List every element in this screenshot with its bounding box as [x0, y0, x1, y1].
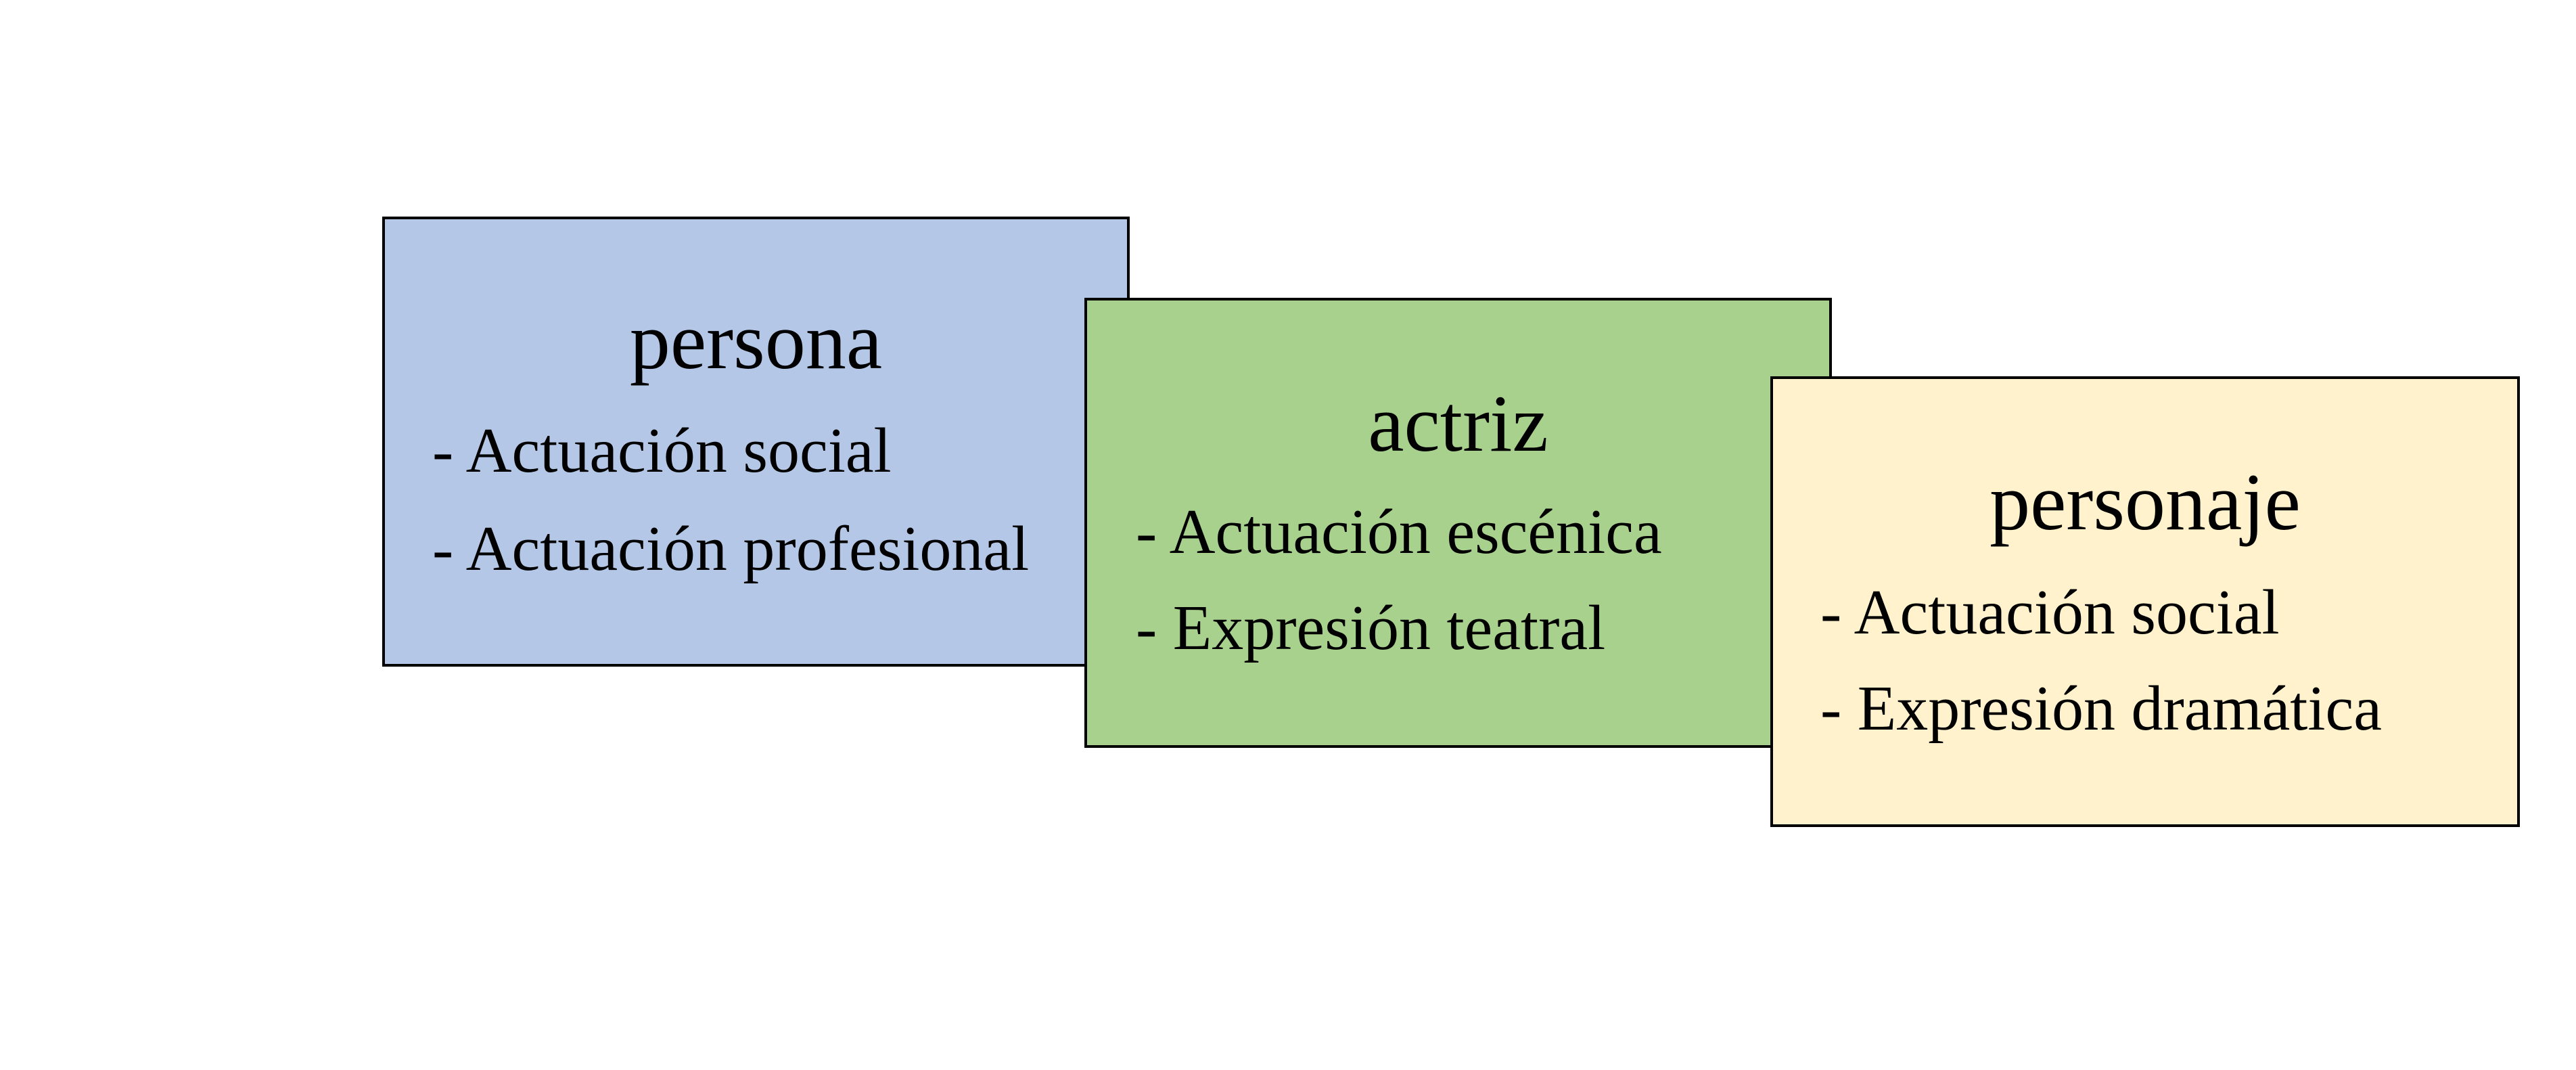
- card-item: - Actuación social: [1820, 577, 2280, 648]
- card-item: - Actuación escénica: [1136, 497, 1662, 567]
- card-actriz: actriz - Actuación escénica - Expresión …: [1084, 298, 1832, 748]
- card-title: persona: [629, 296, 883, 386]
- card-item: - Expresión teatral: [1136, 593, 1606, 663]
- card-item: - Expresión dramática: [1820, 673, 2382, 744]
- card-title: personaje: [1990, 457, 2301, 547]
- card-personaje: personaje - Actuación social - Expresión…: [1770, 376, 2520, 827]
- card-item: - Actuación profesional: [432, 514, 1030, 584]
- card-title: actriz: [1368, 378, 1548, 468]
- card-persona: persona - Actuación social - Actuación p…: [382, 217, 1130, 667]
- card-item: - Actuación social: [432, 416, 892, 486]
